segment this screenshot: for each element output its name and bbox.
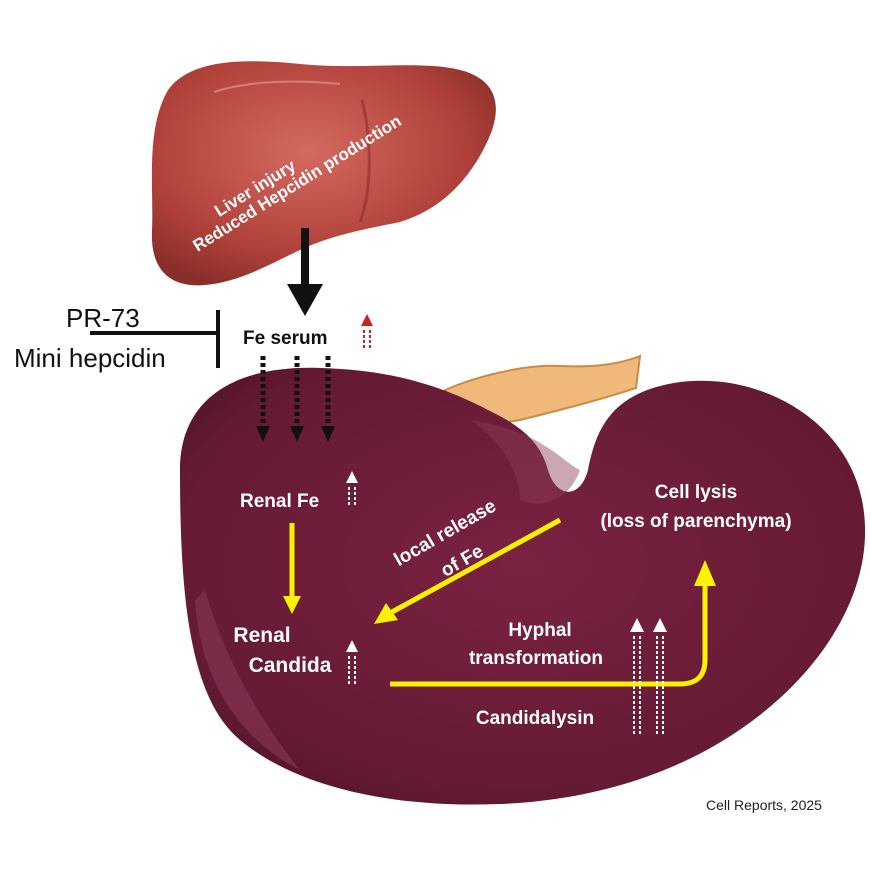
cell-lysis-label-line2: (loss of parenchyma) (600, 511, 791, 532)
hyphal-label-line2: transformation (469, 648, 603, 669)
liver-shape (151, 61, 496, 286)
candidalysin-up-icon (653, 618, 667, 734)
fe-to-candida-arrow-head (283, 596, 301, 614)
liver-ligament (213, 80, 341, 93)
source-citation: Cell Reports, 2025 (706, 797, 822, 813)
candidalysin-label: Candidalysin (476, 708, 594, 729)
renal-fe-label: Renal Fe (240, 491, 319, 512)
cell-lysis-label-line1: Cell lysis (655, 482, 737, 503)
inhibitor-label-line1: PR-73 (66, 303, 140, 333)
kidney-shape (180, 367, 866, 805)
hyphal-up-icon (630, 618, 644, 736)
renal-fe-up-icon (346, 471, 358, 507)
fe-serum-up-arrow-head (361, 314, 373, 326)
candida-to-lysis-arrow-head (694, 560, 716, 586)
kidney-highlight (195, 590, 300, 770)
liver-to-serum-arrow-head (287, 284, 323, 316)
local-release-arrow-shaft (390, 517, 562, 615)
candida-to-lysis-arrow-shaft (390, 582, 708, 687)
renal-candida-label-line2: Candida (249, 654, 332, 677)
inhibitor-label-line2: Mini hepcidin (14, 343, 166, 373)
local-release-arrow-head (374, 603, 398, 624)
fe-serum-label: Fe serum (243, 328, 327, 349)
kidney-notch-shade (470, 420, 580, 504)
liver-lobe-line (358, 99, 371, 223)
hyphal-label-line1: Hyphal (508, 620, 571, 641)
renal-candida-up-icon (346, 640, 358, 686)
serum-to-kidney-arrows (256, 356, 335, 442)
renal-candida-label-line1: Renal (233, 624, 290, 647)
